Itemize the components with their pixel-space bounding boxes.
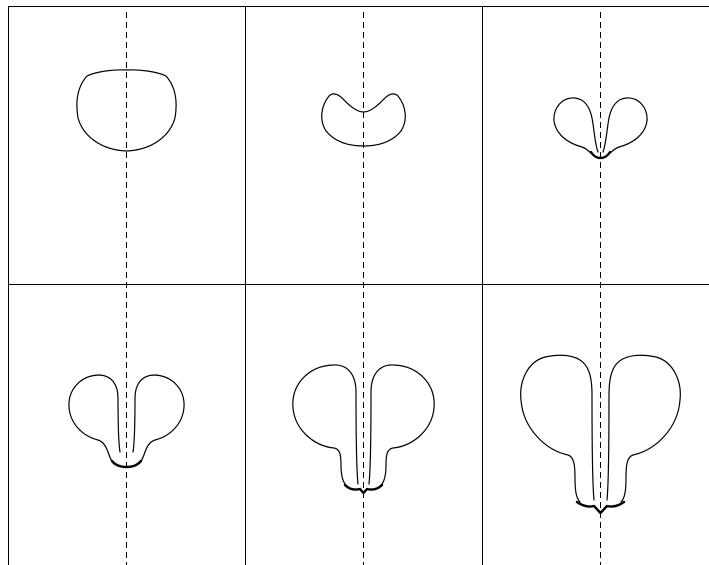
panel-grid: [8, 6, 709, 565]
panel-3-left-lobe: [554, 98, 598, 155]
panel-3-right-lobe: [603, 98, 647, 155]
panel-5-left-lobe: [293, 365, 358, 486]
panel-4-right-lobe: [133, 375, 184, 464]
panel-2-shape: [322, 94, 406, 146]
panel-5-right-lobe: [369, 365, 434, 486]
panel-4-left-lobe: [69, 375, 120, 464]
panel-6-right-lobe: [607, 355, 680, 502]
panel-1-shape: [77, 70, 176, 151]
panel-6-left-lobe: [521, 355, 594, 502]
symmetry-axes: [127, 12, 601, 565]
